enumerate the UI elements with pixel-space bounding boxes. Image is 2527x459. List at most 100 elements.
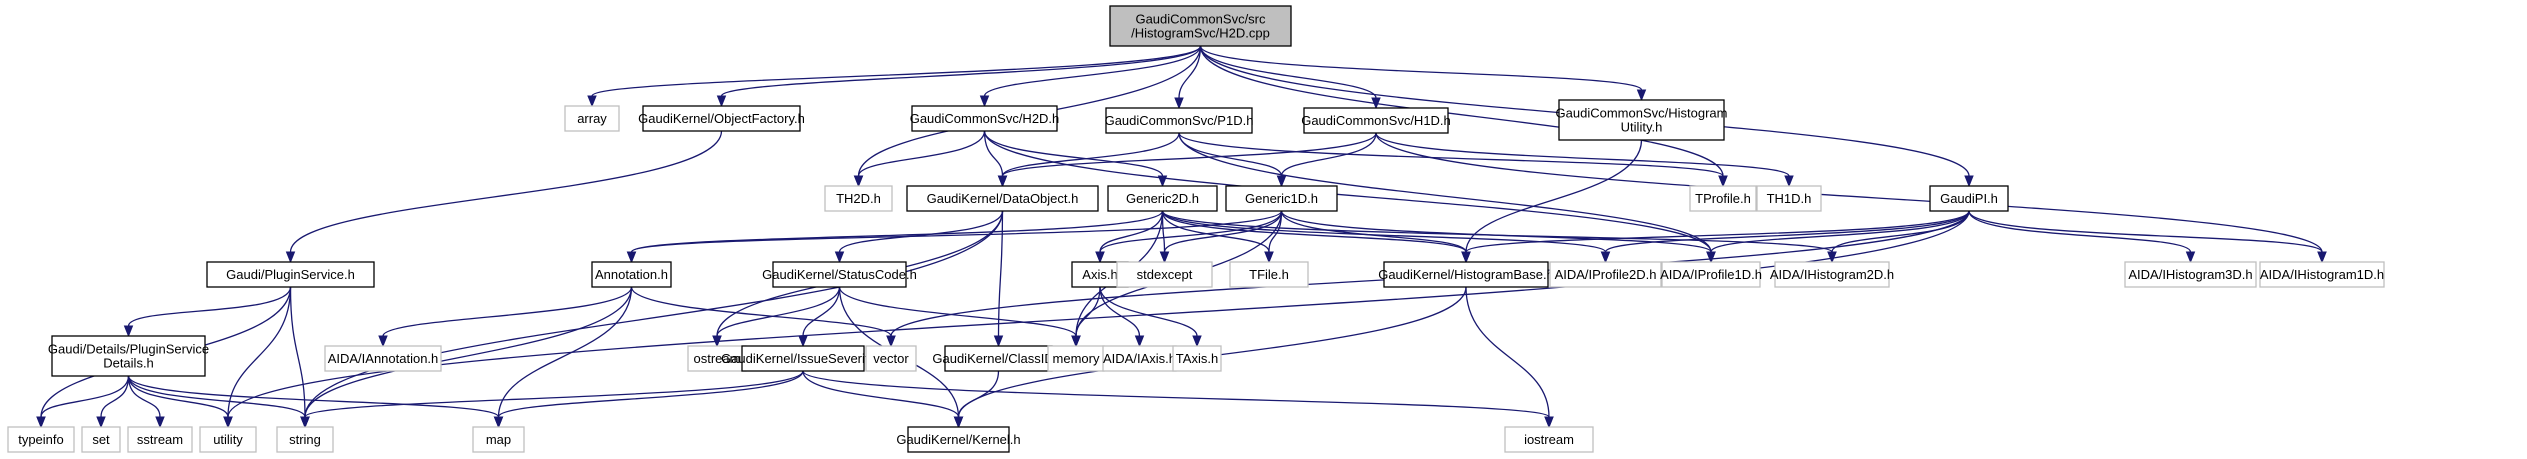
edge-generic1d-to-annotation — [630, 210, 1283, 253]
arrowhead-icon — [997, 175, 1008, 188]
arrowhead-icon — [1264, 251, 1274, 264]
edge-statuscode-to-issueseverity — [802, 286, 841, 337]
node-h1d[interactable]: GaudiCommonSvc/H1D.h — [1301, 107, 1451, 134]
edge-h1d-to-ihist1d — [1375, 132, 2323, 253]
node-label: Generic2D.h — [1126, 191, 1199, 206]
arrowhead-icon — [1706, 251, 1716, 264]
node-h2d[interactable]: GaudiCommonSvc/H2D.h — [910, 105, 1060, 132]
node-label: AIDA/IHistogram3D.h — [2128, 267, 2252, 282]
node-label: TH2D.h — [836, 191, 881, 206]
node-statuscode[interactable]: GaudiKernel/StatusCode.h — [762, 261, 917, 288]
arrowhead-icon — [886, 335, 896, 348]
edge-generic2d-to-axis — [1099, 210, 1164, 253]
node-label: /HistogramSvc/H2D.cpp — [1131, 26, 1270, 41]
arrowhead-icon — [36, 416, 46, 429]
edge-dataobject-to-string — [304, 210, 1004, 418]
node-kernel[interactable]: GaudiKernel/Kernel.h — [896, 426, 1021, 453]
node-classid[interactable]: GaudiKernel/ClassID.h — [932, 345, 1065, 372]
node-label: set — [92, 432, 110, 447]
node-dataobject[interactable]: GaudiKernel/DataObject.h — [906, 185, 1099, 212]
edge-root-to-array — [591, 45, 1202, 97]
node-th2d: TH2D.h — [824, 185, 893, 212]
node-box — [1504, 426, 1594, 453]
edge-pluginservice-to-utility — [227, 286, 292, 418]
edge-plugindetails-to-set — [100, 375, 130, 418]
node-box — [687, 345, 747, 372]
edge-root-to-histutil — [1199, 45, 1643, 91]
node-label: AIDA/IAxis.h — [1103, 351, 1176, 366]
node-generic1d[interactable]: Generic1D.h — [1225, 185, 1338, 212]
node-box — [1661, 261, 1761, 288]
node-box — [2124, 261, 2257, 288]
node-objfactory[interactable]: GaudiKernel/ObjectFactory.h — [638, 105, 805, 132]
node-iprofile1d: AIDA/IProfile1D.h — [1660, 261, 1762, 288]
node-ihist1d: AIDA/IHistogram1D.h — [2259, 261, 2385, 288]
node-p1d[interactable]: GaudiCommonSvc/P1D.h — [1105, 107, 1254, 134]
node-box — [1929, 185, 2009, 212]
node-box — [81, 426, 121, 453]
edge-generic1d-to-stdexcept — [1163, 210, 1283, 253]
arrowhead-icon — [1174, 97, 1184, 110]
node-box — [1303, 107, 1449, 134]
node-memory: memory — [1047, 345, 1105, 372]
node-box — [911, 105, 1058, 132]
edge-issueseverity-to-kernel — [802, 370, 960, 418]
node-label: vector — [873, 351, 909, 366]
node-gaudipi[interactable]: GaudiPI.h — [1929, 185, 2009, 212]
edge-h2d-to-iprofile1d — [983, 130, 1712, 253]
arrowhead-icon — [378, 335, 388, 348]
node-label: Details.h — [103, 356, 154, 371]
node-pluginservice[interactable]: Gaudi/PluginService.h — [206, 261, 375, 288]
arrowhead-icon — [716, 95, 727, 108]
node-box — [276, 426, 334, 453]
node-sstream: sstream — [127, 426, 193, 453]
edge-plugindetails-to-utility — [127, 375, 229, 418]
node-box — [324, 345, 442, 372]
arrowhead-icon — [1461, 251, 1471, 264]
node-box — [1383, 261, 1549, 288]
node-histbase[interactable]: GaudiKernel/HistogramBase.h — [1378, 261, 1554, 288]
arrowhead-icon — [1134, 335, 1145, 348]
node-label: ostream — [694, 351, 741, 366]
arrowhead-icon — [979, 95, 990, 108]
edge-gaudipi-to-iprofile2d — [1604, 210, 1970, 253]
node-box — [824, 185, 893, 212]
node-root[interactable]: GaudiCommonSvc/src/HistogramSvc/H2D.cpp — [1109, 5, 1292, 47]
node-string: string — [276, 426, 334, 453]
edge-h2d-to-th2d — [857, 130, 986, 177]
node-box — [1756, 185, 1822, 212]
edge-h1d-to-th1d — [1375, 132, 1790, 177]
arrowhead-icon — [712, 335, 722, 348]
node-box — [1116, 261, 1213, 288]
node-box — [7, 426, 75, 453]
edge-axis-to-iaxis — [1099, 286, 1141, 337]
node-tfile: TFile.h — [1229, 261, 1309, 288]
node-label: TH1D.h — [1767, 191, 1812, 206]
node-label: TProfile.h — [1695, 191, 1751, 206]
node-label: sstream — [137, 432, 183, 447]
node-generic2d[interactable]: Generic2D.h — [1107, 185, 1218, 212]
node-issueseverity[interactable]: GaudiKernel/IssueSeverity.h — [721, 345, 885, 372]
node-map: map — [472, 426, 525, 453]
node-ihist2d: AIDA/IHistogram2D.h — [1770, 261, 1894, 288]
edge-h2d-to-dataobject — [983, 130, 1004, 177]
node-box — [1558, 99, 1725, 141]
arrowhead-icon — [587, 95, 597, 108]
edge-gaudipi-to-iprofile1d — [1710, 210, 1970, 253]
edge-root-to-h2d — [983, 45, 1202, 97]
node-label: GaudiCommonSvc/P1D.h — [1105, 113, 1254, 128]
edge-axis-to-memory — [1075, 286, 1101, 337]
edge-plugindetails-to-sstream — [127, 375, 161, 418]
edge-generic2d-to-iprofile2d — [1161, 210, 1607, 253]
node-label: utility — [213, 432, 243, 447]
node-label: AIDA/IProfile1D.h — [1660, 267, 1762, 282]
node-label: stdexcept — [1137, 267, 1193, 282]
node-label: iostream — [1524, 432, 1574, 447]
edge-generic2d-to-tfile — [1161, 210, 1270, 253]
node-iannotation: AIDA/IAnnotation.h — [324, 345, 442, 372]
edge-h2d-to-generic2d — [983, 130, 1164, 177]
node-box — [1109, 5, 1292, 47]
node-annotation[interactable]: Annotation.h — [591, 261, 672, 288]
